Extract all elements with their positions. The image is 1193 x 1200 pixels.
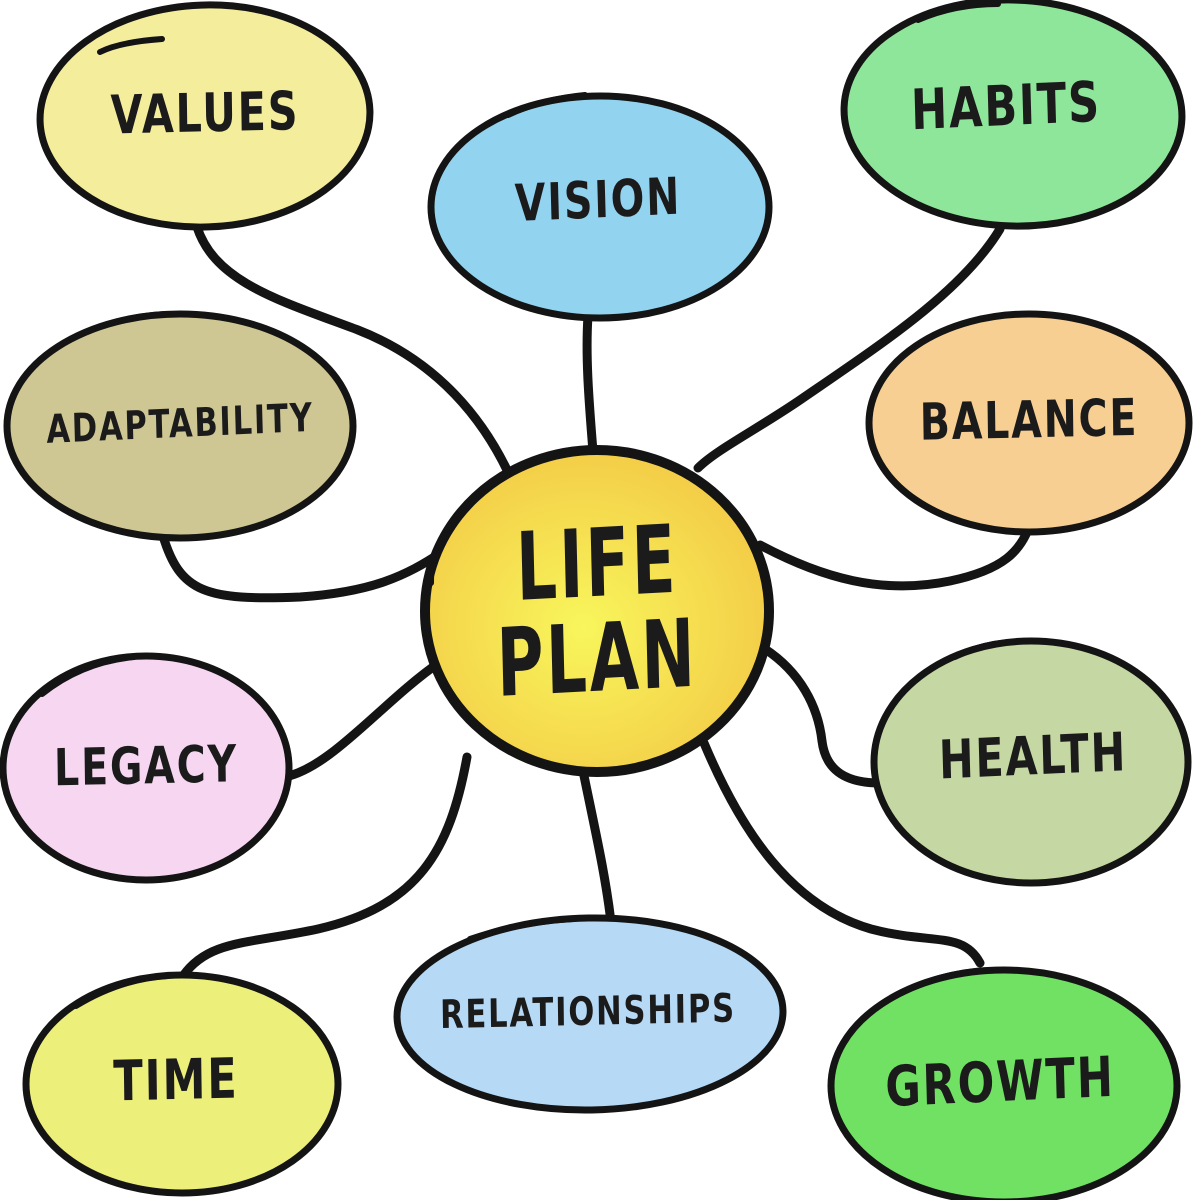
edge-center-health <box>760 644 885 788</box>
sketch-accent <box>73 973 171 1009</box>
node-legacy: LEGACY <box>0 652 293 884</box>
node-balance: BALANCE <box>865 310 1193 536</box>
node-time: TIME <box>22 971 342 1197</box>
node-adaptability-shape <box>3 310 357 542</box>
sketch-accent <box>505 92 588 118</box>
node-growth-shape <box>827 966 1181 1200</box>
node-legacy-shape <box>0 652 293 884</box>
sketch-accent <box>427 525 455 586</box>
edge-center-legacy <box>280 657 445 782</box>
sketch-accent <box>952 639 1020 660</box>
connectors <box>158 222 1036 981</box>
edge-center-balance <box>755 516 1036 591</box>
node-health-label: HEALTH <box>938 722 1128 792</box>
node-relationships-shape <box>393 914 787 1114</box>
sketch-accent <box>97 36 165 55</box>
node-habits-label: HABITS <box>910 69 1102 142</box>
edge-center-adaptability <box>158 531 447 603</box>
node-vision-label: VISION <box>514 167 682 234</box>
node-vision-shape <box>427 92 773 322</box>
sketch-accent <box>467 916 576 942</box>
node-center-label-line1: LIFE <box>515 504 679 622</box>
edge-center-time <box>178 752 472 981</box>
node-habits-shape <box>840 0 1186 230</box>
edge-center-habits <box>693 224 1005 473</box>
node-growth: GROWTH <box>827 966 1181 1200</box>
sketch-accent <box>915 1 1001 23</box>
node-health: HEALTH <box>870 637 1192 887</box>
node-relationships-label: RELATIONSHIPS <box>440 986 737 1038</box>
node-center-label-line2: PLAN <box>496 598 699 718</box>
node-center: LIFE PLAN <box>420 445 774 777</box>
node-center-shape <box>420 445 774 777</box>
node-values-label: VALUES <box>110 81 299 147</box>
node-balance-shape <box>865 310 1193 536</box>
edge-center-values <box>192 222 513 477</box>
edge-center-growth <box>699 738 985 968</box>
edge-center-relationships <box>577 761 616 927</box>
edge-center-vision <box>582 311 598 457</box>
node-health-shape <box>870 637 1192 887</box>
node-relationships: RELATIONSHIPS <box>393 914 787 1114</box>
sketch-accent <box>882 967 992 1005</box>
node-legacy-label: LEGACY <box>54 734 239 797</box>
node-growth-label: GROWTH <box>884 1044 1115 1119</box>
node-balance-label: BALANCE <box>919 388 1138 452</box>
node-time-label: TIME <box>113 1046 239 1114</box>
node-values: VALUES <box>36 1 374 231</box>
node-vision: VISION <box>427 92 773 322</box>
node-habits: HABITS <box>840 0 1186 230</box>
node-adaptability: ADAPTABILITY <box>3 310 357 542</box>
sketch-accent <box>69 311 168 342</box>
node-time-shape <box>22 971 342 1197</box>
node-values-shape <box>36 1 374 231</box>
sketch-accent <box>39 654 137 697</box>
